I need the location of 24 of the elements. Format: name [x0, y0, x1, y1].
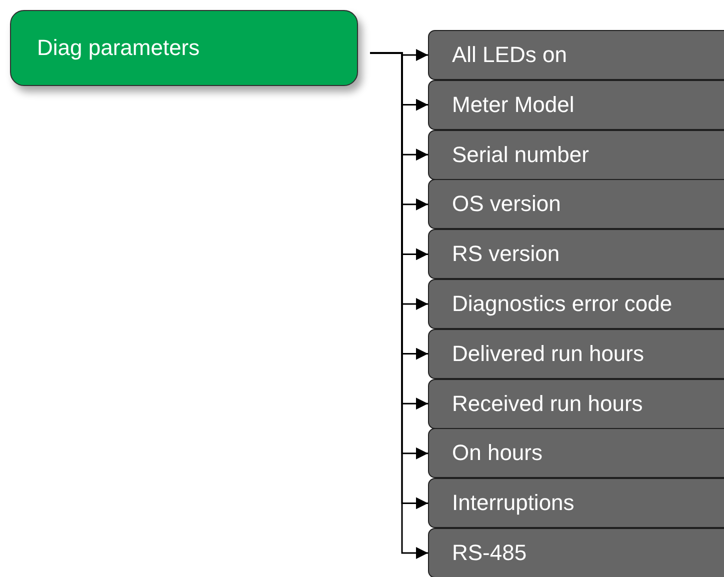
parameter-box: [428, 528, 724, 577]
box-label: RS version: [452, 241, 560, 268]
parameter-box: [428, 179, 724, 230]
parameter-box: [428, 80, 724, 130]
box-label: All LEDs on: [452, 42, 567, 68]
parameter-box: [428, 378, 724, 429]
parameter-box: [428, 30, 724, 80]
box-label: Serial number: [452, 142, 589, 168]
box-label: Received run hours: [452, 390, 643, 417]
box-label: Interruptions: [452, 490, 574, 516]
box-label: OS version: [452, 191, 561, 218]
box-label: Diagnostics error code: [452, 291, 672, 317]
parameter-box: [428, 130, 724, 180]
category-box: [10, 10, 358, 86]
box-label: Meter Model: [452, 92, 574, 118]
parameter-box: [428, 229, 724, 280]
box-label: Delivered run hours: [452, 340, 644, 367]
parameter-box: [428, 478, 724, 528]
box-label: Diag parameters: [37, 35, 200, 61]
box-label: RS-485: [452, 540, 527, 566]
box-label: On hours: [452, 440, 542, 466]
parameter-box: [428, 279, 724, 329]
parameter-box: [428, 428, 724, 478]
parameter-box: [428, 328, 724, 379]
